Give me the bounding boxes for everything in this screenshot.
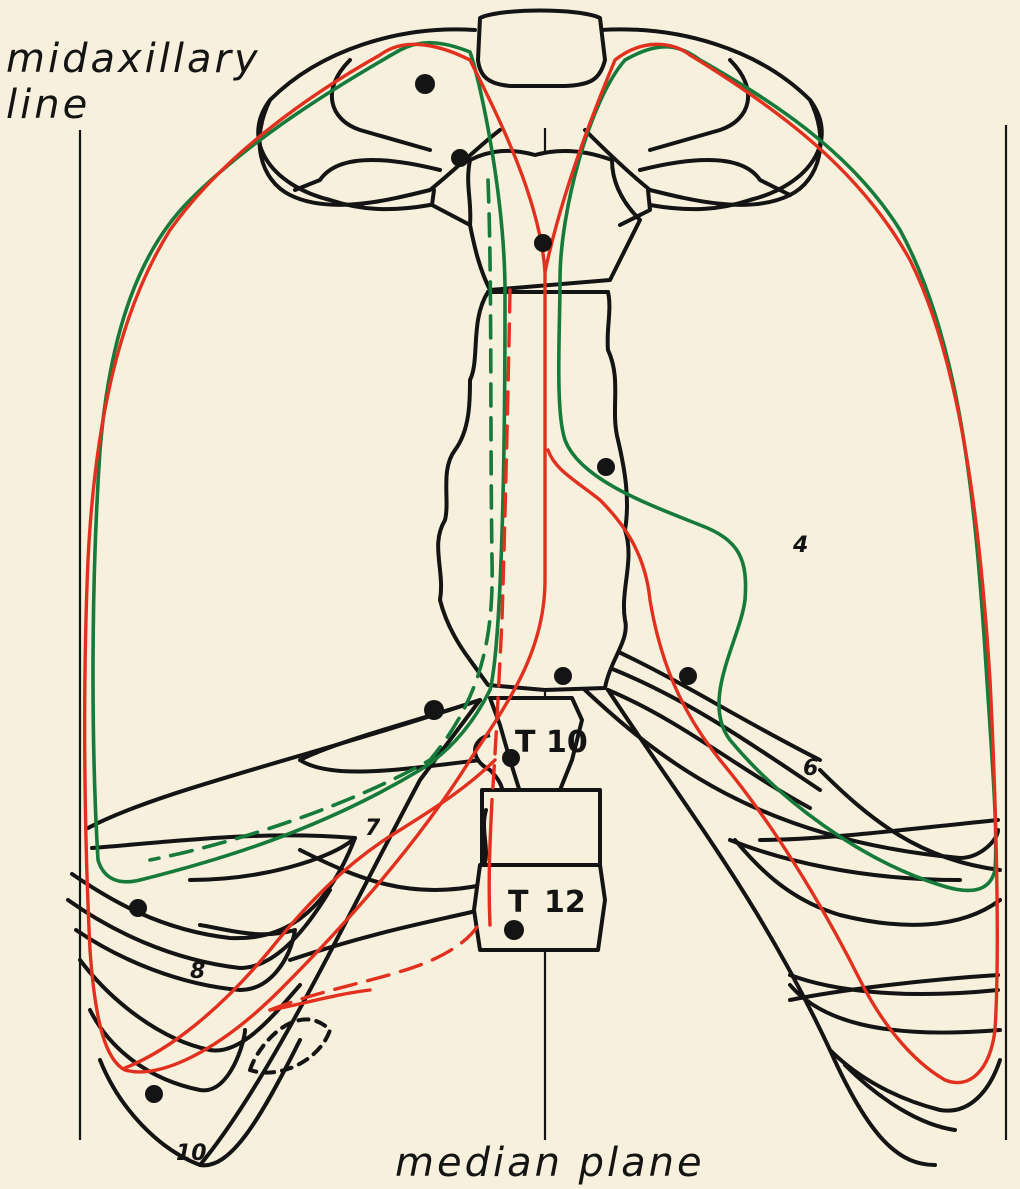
- midaxillary-label-line1: midaxillary: [6, 36, 261, 82]
- left-rib-8: [72, 838, 355, 938]
- green-left-pleura-dashed: [150, 180, 492, 860]
- dot-marker: [145, 1085, 163, 1103]
- left-rib-8-lower: [68, 890, 330, 968]
- dot-marker: [534, 234, 552, 252]
- left-rib-12-lower: [300, 760, 480, 772]
- median-plane-label: median plane: [395, 1140, 705, 1186]
- right-rib-12: [790, 975, 998, 1000]
- sternum: [432, 151, 650, 690]
- dot-marker: [679, 667, 697, 685]
- right-acromion: [650, 60, 748, 150]
- vertebra-t12-number: 12: [544, 885, 586, 920]
- dot-marker: [504, 920, 524, 940]
- dot-marker: [424, 700, 444, 720]
- left-clavicle-inner: [295, 160, 440, 190]
- vertebra-t11: [482, 790, 600, 870]
- rib-8-label: 8: [190, 959, 205, 984]
- right-lower-ribs: [585, 648, 1000, 1165]
- vertebra-t10-number: 10: [546, 725, 588, 760]
- rib-4-label: 4: [792, 533, 808, 558]
- red-left-lower-line: [125, 760, 495, 1068]
- midaxillary-label-line2: line: [6, 82, 90, 128]
- vertebra-t10-letter: T: [515, 725, 536, 760]
- right-costal-margin: [608, 690, 935, 1165]
- dot-marker: [451, 149, 469, 167]
- rib-10-label: 10: [176, 1141, 207, 1166]
- dot-marker: [129, 899, 147, 917]
- dot-marker: [597, 458, 615, 476]
- sternum-body: [438, 292, 628, 690]
- dot-marker: [554, 667, 572, 685]
- right-rib-7: [585, 690, 998, 858]
- left-first-rib-joint: [432, 190, 470, 225]
- right-rib-6-lower: [610, 668, 820, 790]
- vertebra-t12-inner: [484, 810, 486, 865]
- dot-marker: [415, 74, 435, 94]
- vertebra-t12-letter: T: [508, 885, 529, 920]
- rib-7-label: 7: [365, 816, 381, 841]
- rib-6-label: 6: [803, 756, 818, 781]
- right-clavicle-inner: [640, 160, 790, 195]
- manubrium-top: [478, 11, 605, 87]
